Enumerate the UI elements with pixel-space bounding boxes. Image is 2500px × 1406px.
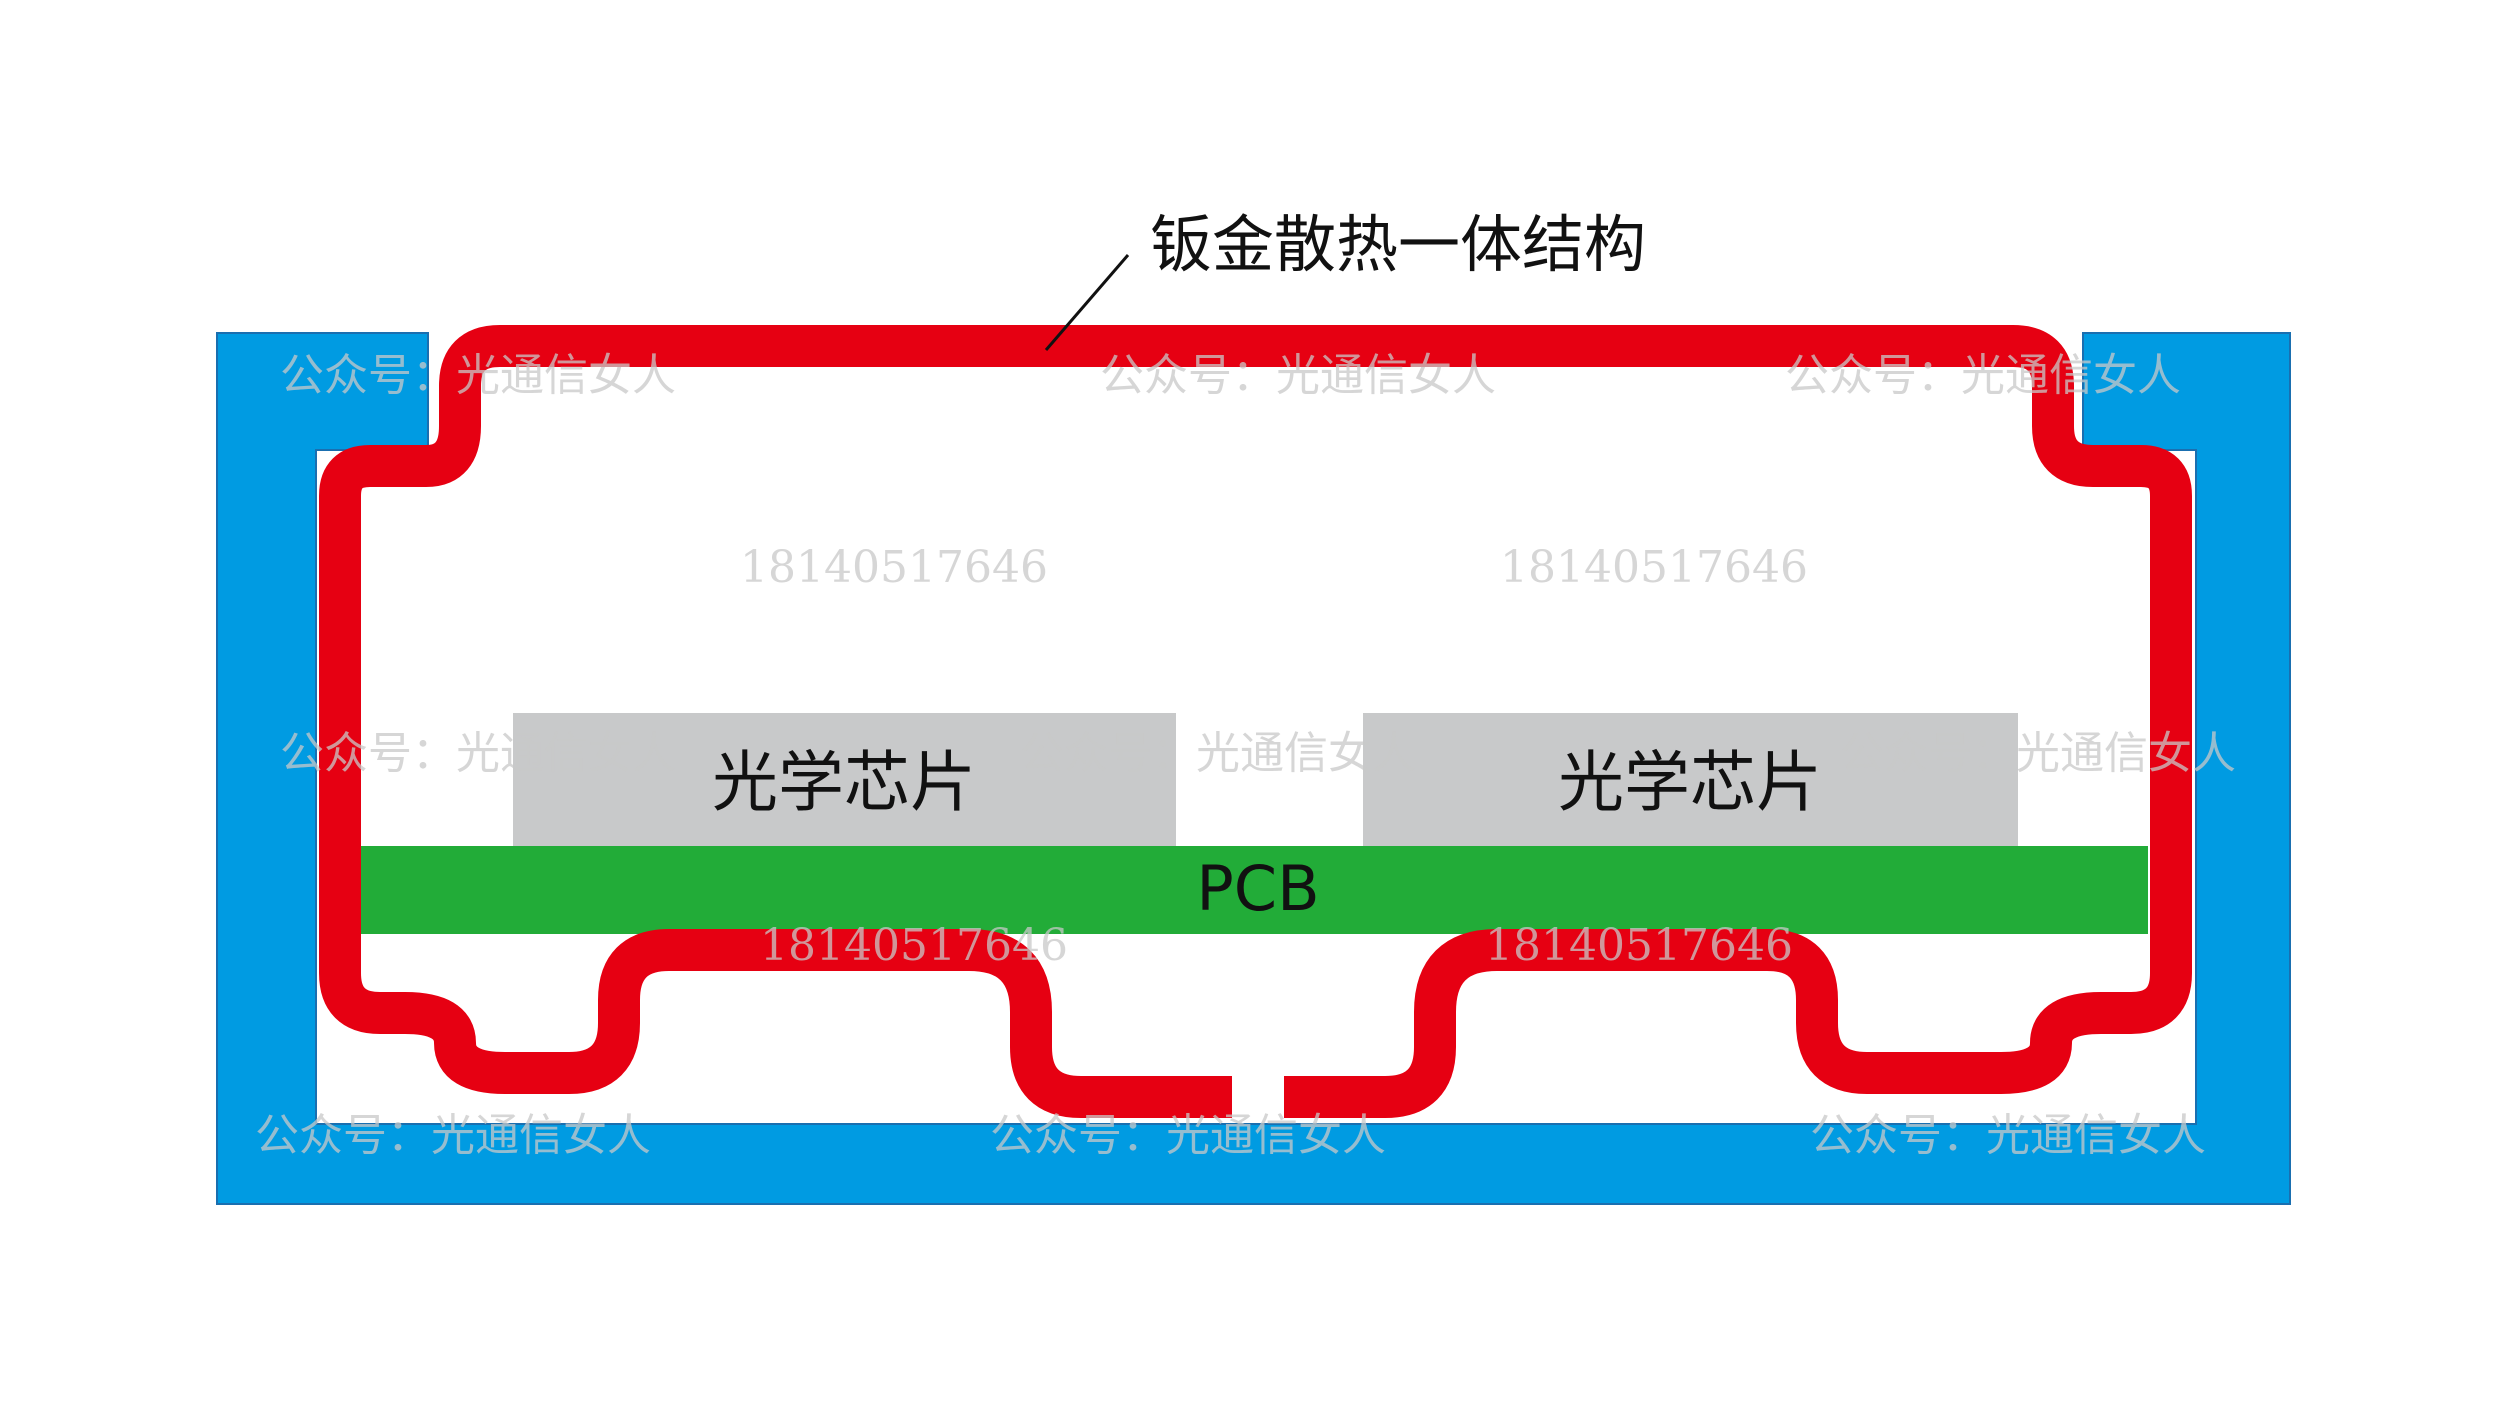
- sheet-metal-right-half: [1232, 325, 2192, 1118]
- watermark-account: 公众号：光通信女人: [280, 728, 676, 779]
- pcb-label: PCB: [1196, 852, 1319, 925]
- watermark-account: 公众号：光通信女人: [1810, 1110, 2206, 1161]
- watermark-account: 公众号：光通信女人: [990, 1110, 1386, 1161]
- watermark-phone: 18140517646: [740, 542, 1048, 593]
- sheet-metal-left-half: [319, 325, 1232, 1118]
- optical-chip-left: [513, 713, 1176, 846]
- watermark-account: 公众号：光通信女人: [1100, 350, 1496, 401]
- watermark-phone: 18140517646: [760, 920, 1068, 971]
- chip-label-left: 光学芯片: [712, 744, 976, 821]
- watermark-account: 公众号：光通信女人: [1020, 728, 1416, 779]
- watermark-account: 公众号：光通信女人: [255, 1110, 651, 1161]
- chip-label-right: 光学芯片: [1558, 744, 1822, 821]
- sheet-metal-shell: [319, 325, 2192, 1118]
- title-leader-line: [1044, 254, 1130, 351]
- optical-chip-right: [1363, 713, 2018, 846]
- watermark-phone: 18140517646: [1500, 542, 1808, 593]
- pcb-board: [356, 846, 2148, 934]
- title-label: 钣金散热一体结构: [1150, 208, 1646, 281]
- watermark-account: 公众号：光通信女人: [1840, 728, 2236, 779]
- watermark-account: 公众号：光通信女人: [280, 350, 676, 401]
- watermark-layer: 公众号：光通信女人 公众号：光通信女人 公众号：光通信女人 1814051764…: [255, 350, 2236, 1161]
- watermark-account: 公众号：光通信女人: [1785, 350, 2181, 401]
- watermark-phone: 18140517646: [1485, 920, 1793, 971]
